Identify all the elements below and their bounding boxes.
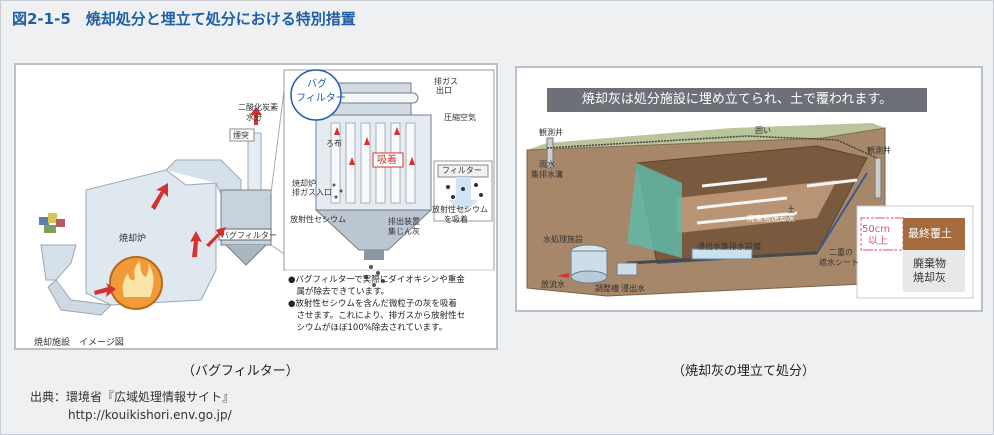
legend-waste-label-2: 焼却灰 [913,271,946,284]
incineration-illustration [39,69,495,316]
exhaust-outlet-label-2: 出口 [436,86,452,95]
legend-final-cover [903,218,965,250]
ash-stripes [696,177,858,225]
legend-waste-label-1: 廃棄物 [913,257,946,270]
water-label: 水分 [246,113,262,122]
bag-filter-panel: 焼却炉 煙突 二酸化炭素 水分 バグフィルター バグ フィルター 排ガス 出口 … [14,63,498,350]
filter-cloth-label: ろ布 [326,139,342,148]
bubble-text-bottom: フィルター [296,93,346,104]
observation-well-right [874,157,882,199]
incinerator-label: 焼却炉 [119,234,147,244]
dust-ash-label: 集じん灰 [388,227,420,236]
bag-filter-box-text: バグフィルター [221,231,277,240]
adsorption-label: 吸着 [377,155,397,166]
chimney-label-box [229,128,255,142]
rain-label-1: 雨水 [539,160,555,169]
hopper-cone [314,209,433,251]
inlet-label-1: 焼却炉 [292,179,316,188]
inset-filter-label: フィルター [442,166,482,175]
discharge-label: 放流水 [541,280,565,289]
rain-label-2: 集排水溝 [531,170,563,179]
sheet-label-1: 二重の [829,248,853,257]
bag-filter-caption: （バグフィルター） [182,364,299,379]
bag-filter-notes: ●バグフィルターで実際にダイオキシンや重金 属が除去できています。 ●放射性セシ… [288,274,493,334]
compressed-air-label: 圧縮空気 [444,113,476,122]
sheet-wall [627,163,682,258]
flow-arrows [94,107,262,297]
radioactive-cs-label: 放射性セシウム [290,215,346,224]
hopper [40,244,77,281]
bag-filter-bubble [290,69,342,121]
leachate-label: 浸出水 [621,284,645,293]
bubble-text-top: バグ [307,79,327,90]
facility-caption: 焼却施設 イメージ図 [34,338,124,348]
discharge-device-label: 排出装置 [388,217,420,226]
legend-depth-1: 50cm [862,224,890,235]
well-right-label: 観測井 [867,146,891,155]
adsorption-box [372,152,404,168]
legend-ash [903,250,965,292]
landfill-illustration [526,123,974,299]
exhaust-outlet-label-1: 排ガス [434,77,458,86]
landfill-caption: （焼却灰の埋立て処分） [672,364,816,379]
waste-icon [39,213,65,233]
feed-chute [47,279,113,316]
fence-label: 囲い [755,126,771,135]
fence [546,135,878,159]
source-citation: 出典：環境省『広域処理情報サイト』 http://kouikishori.env… [30,388,234,424]
note-line: 属が除去できています。 [288,287,390,297]
note-line: ●バグフィルターで実際にダイオキシンや重金 [288,275,465,285]
note-line: ●放射性セシウムを含んだ微粒子の灰を吸着 [288,299,457,309]
sheet-label-2: 遮水シート [819,258,859,267]
landfill-banner: 焼却灰は処分施設に埋め立てられ、土で覆われます。 [547,88,927,112]
soil-label: 土 [787,205,795,214]
co2-label: 二酸化炭素 [238,103,278,112]
ash-particles [332,183,385,287]
drain-label: 浸出水集排水設備 [697,242,761,251]
ash-label: 廃棄物焼却灰 [747,214,795,223]
flame-icon [122,261,154,297]
landfill-panel: 焼却灰は処分施設に埋め立てられ、土で覆われます。 観測井 観測井 囲い 雨水 集… [515,66,983,312]
inlet-label-2: 排ガス入口 [292,188,332,197]
chimney-label: 煙突 [233,131,249,140]
source-line-1: 出典：環境省『広域処理情報サイト』 [30,390,235,404]
tank-label: 調整槽 [595,284,619,293]
adjustment-tank [616,262,638,276]
legend-final-cover-label: 最終覆土 [908,227,952,240]
note-line: シウムがほぼ100%除去されています。 [288,323,448,333]
observation-well-left [546,137,554,169]
banner-text: 焼却灰は処分施設に埋め立てられ、土で覆われます。 [581,92,893,107]
water-treatment-label: 水処理施設 [543,235,583,244]
note-line: させます。これにより、排ガスから放射性セ [288,311,466,321]
inset-cs-label-2: を吸着 [444,215,468,224]
figure-title: 図2-1-5 焼却処分と埋立て処分における特別措置 [12,10,356,28]
well-left-label: 観測井 [539,128,563,137]
legend-depth-2: 以上 [868,236,888,247]
inset-cs-label-1: 放射性セシウム [432,205,488,214]
source-url: http://kouikishori.env.go.jp/ [68,408,232,422]
